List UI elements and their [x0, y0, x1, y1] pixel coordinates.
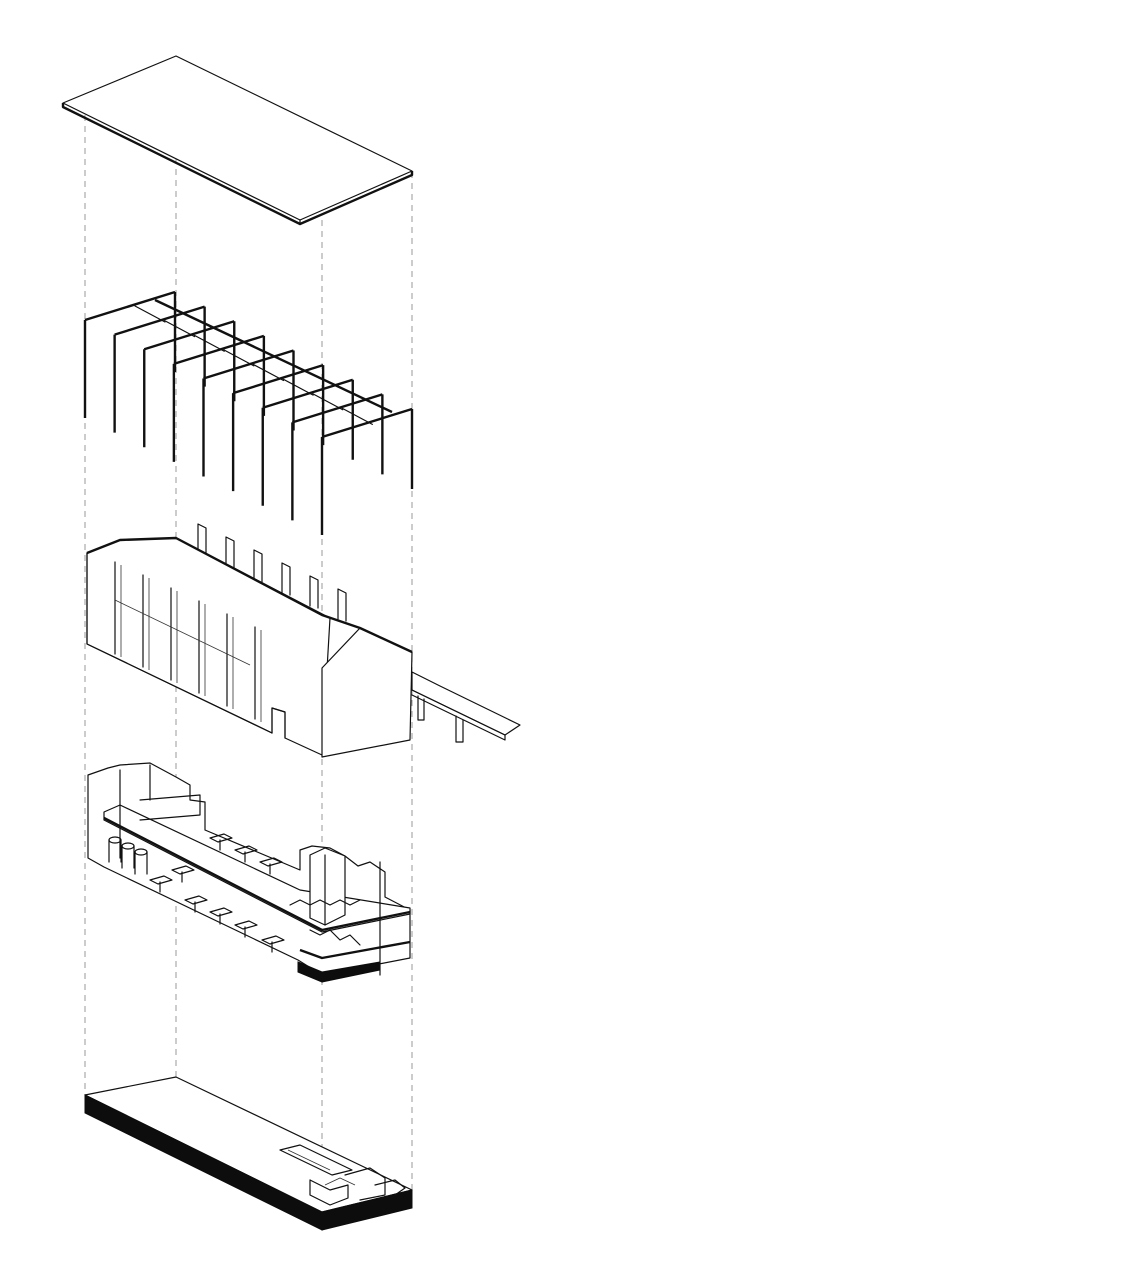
portal-frame — [83, 290, 177, 418]
middle-floor-slab — [299, 940, 411, 960]
portal-frame — [231, 363, 325, 492]
portal-frame — [113, 305, 206, 433]
portal-frame — [320, 407, 414, 535]
table — [149, 875, 173, 885]
table — [184, 895, 208, 905]
ground-slab-edge-side — [321, 1189, 413, 1231]
facade-string-course — [114, 599, 251, 666]
portal-frame — [143, 320, 236, 448]
ground-slab-layer — [84, 1076, 413, 1231]
table — [209, 833, 233, 843]
roof-fin — [253, 549, 263, 583]
table — [234, 920, 258, 930]
portal-frame — [202, 349, 295, 477]
portal-frame — [291, 393, 384, 521]
gable-end — [321, 627, 413, 758]
roof-slab-layer — [61, 55, 414, 226]
door-opening — [271, 707, 286, 739]
interior-furniture — [108, 833, 285, 953]
walkway-bridge — [411, 671, 521, 743]
stair-flight — [289, 899, 361, 906]
roof-fin — [225, 536, 235, 570]
portal-frame — [172, 334, 266, 462]
roof-fin — [337, 588, 347, 622]
ridge-beam — [154, 298, 393, 414]
long-facade — [86, 537, 331, 756]
table — [261, 935, 285, 945]
table — [259, 857, 283, 867]
facade-pilasters — [114, 561, 262, 722]
stair-tower — [309, 847, 346, 926]
building-shell-layer — [86, 523, 521, 758]
ground-floor-plan — [279, 1144, 406, 1206]
roof-fin — [197, 523, 207, 557]
table — [209, 907, 233, 917]
portal-frames-layer — [83, 290, 414, 535]
portal-frame — [261, 378, 354, 506]
roof-fin — [309, 575, 319, 609]
interior-floors-layer — [87, 762, 411, 983]
table — [171, 865, 195, 875]
roof-fin — [281, 562, 291, 596]
roof-fins — [197, 523, 347, 622]
table — [234, 845, 258, 855]
